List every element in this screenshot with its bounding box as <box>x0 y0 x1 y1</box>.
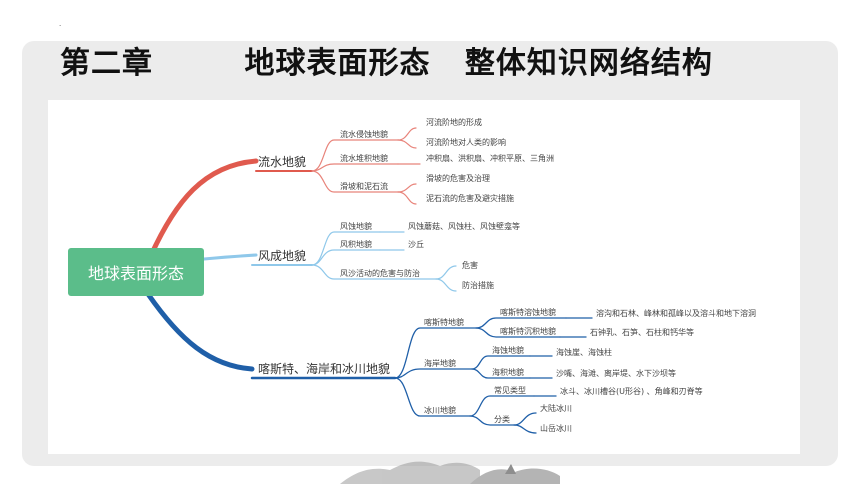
b1-sub-3: 滑坡和泥石流 <box>340 181 388 191</box>
b3-sub-1-b-leaf: 石钟乳、石笋、石柱和钙华等 <box>590 327 694 337</box>
b1-sub-2: 流水堆积地貌 <box>340 153 388 163</box>
branch-2-label: 风成地貌 <box>258 248 306 263</box>
b2-sub-1: 风蚀地貌 <box>340 221 372 231</box>
branch-3-label: 喀斯特、海岸和冰川地貌 <box>258 361 390 376</box>
branch-curve-2 <box>202 253 258 261</box>
branch-curve-1 <box>145 158 259 265</box>
b3-sub-2-b-leaf: 沙嘴、海滩、离岸堤、水下沙坝等 <box>556 368 676 378</box>
branch-curve-3 <box>145 291 255 372</box>
b1-sub-1-leaf-2: 河流阶地对人类的影响 <box>426 137 506 147</box>
b1-sub-1: 流水侵蚀地貌 <box>340 129 388 139</box>
root-node <box>68 248 204 296</box>
b3-sub-3-b-leaf-2: 山岳冰川 <box>540 423 572 433</box>
b2-sub-2: 风积地貌 <box>340 239 372 249</box>
ink-mountain-decoration <box>340 461 560 484</box>
b2-sub-3: 风沙活动的危害与防治 <box>340 268 420 278</box>
b3-sub-2-b: 海积地貌 <box>492 367 524 377</box>
b3-sub-2: 海岸地貌 <box>424 358 456 368</box>
b3-sub-1-a: 喀斯特溶蚀地貌 <box>500 307 556 317</box>
b3-sub-1: 喀斯特地貌 <box>424 317 464 327</box>
b1-sub-1-leaf-1: 河流阶地的形成 <box>426 117 482 127</box>
b3-sub-2-a: 海蚀地貌 <box>492 345 524 355</box>
b2-sub-2-leaf-1: 沙丘 <box>408 240 424 249</box>
b3-sub-2-a-leaf: 海蚀崖、海蚀柱 <box>556 347 612 357</box>
branch-1-label: 流水地貌 <box>258 154 306 169</box>
slide-marker-dot: . <box>59 20 62 28</box>
b3-sub-3: 冰川地貌 <box>424 405 456 415</box>
b3-sub-1-b: 喀斯特沉积地貌 <box>500 326 556 336</box>
b3-sub-1-a-leaf: 溶沟和石林、峰林和孤峰以及溶斗和地下溶洞 <box>596 308 756 318</box>
root-node-label: 地球表面形态 <box>88 264 184 283</box>
b3-sub-3-a: 常见类型 <box>494 385 526 395</box>
b2-sub-3-leaf-1: 危害 <box>462 260 478 270</box>
b2-sub-3-leaf-2: 防治措施 <box>462 280 494 290</box>
slide-title: 第二章 地球表面形态 整体知识网络结构 <box>60 46 713 81</box>
b2-sub-1-leaf-1: 风蚀蘑菇、风蚀柱、风蚀壁龛等 <box>408 221 520 231</box>
b3-sub-3-b: 分类 <box>494 414 510 424</box>
b1-sub-3-leaf-1: 滑坡的危害及治理 <box>426 173 490 183</box>
b3-sub-3-a-leaf: 冰斗、冰川槽谷(U形谷) 、角峰和刃脊等 <box>560 386 703 396</box>
b1-sub-3-leaf-2: 泥石流的危害及避灾措施 <box>426 193 514 203</box>
b1-sub-2-leaf-1: 冲积扇、洪积扇、冲积平原、三角洲 <box>426 153 554 163</box>
b3-sub-3-b-leaf-1: 大陆冰川 <box>540 403 572 413</box>
